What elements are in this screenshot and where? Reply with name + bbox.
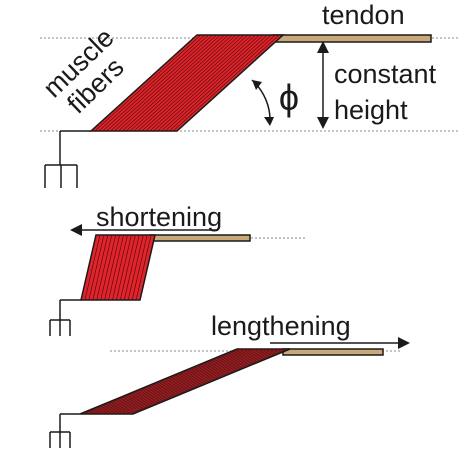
panel-shortening: shortening [49, 202, 305, 336]
height-label: height [334, 95, 408, 125]
ground-anchor-shortening [49, 300, 71, 336]
muscle-fiber-line [137, 34, 245, 132]
muscle-fiber-line [110, 348, 268, 415]
muscle-fiber-line [88, 234, 105, 301]
tendon-lengthening [282, 348, 384, 356]
muscle-fiber-line [102, 348, 260, 415]
muscle-fiber-line [125, 348, 283, 415]
lengthening-label: lengthening [211, 311, 351, 341]
muscle-fiber-line [129, 348, 287, 415]
muscle-fiber-line [168, 34, 276, 132]
muscle-fiber-line [114, 34, 221, 132]
fiber-lines [94, 34, 280, 132]
muscle-fiber-line [125, 34, 233, 132]
ground-anchor [44, 131, 78, 188]
muscle-fiber-line [157, 34, 264, 132]
ground-anchor-lengthening [49, 414, 71, 448]
tendon-shortening [149, 234, 251, 242]
phi-label: ϕ [279, 77, 299, 118]
panel-lengthening: lengthening [49, 311, 410, 448]
muscle-fiber-line [119, 234, 136, 301]
muscle-fiber-line [91, 348, 249, 415]
muscle-fiber-line [165, 34, 272, 132]
muscle-fiber-line [110, 34, 217, 132]
height-arrowhead-top [317, 41, 329, 53]
muscle-fiber-line [149, 34, 256, 132]
constant-label: constant [334, 59, 437, 89]
muscle-fiber-line [84, 234, 101, 301]
muscle-fiber-line [100, 234, 117, 301]
muscle-fiber-line [113, 348, 272, 415]
muscle-fiber-line [118, 34, 225, 132]
muscle-fiber-line [96, 234, 113, 301]
muscle-fiber-line [83, 348, 241, 415]
muscle-fiber-line [135, 234, 152, 301]
tendon [272, 34, 432, 43]
muscle-fiber-line [108, 234, 124, 301]
muscle-fiber-line [131, 234, 148, 301]
height-arrowhead-bottom [317, 117, 329, 129]
muscle-fiber-line [122, 34, 229, 132]
fiber-lines-shortening [84, 234, 152, 301]
shortening-arrowhead [70, 224, 82, 236]
muscle-fiber-line [98, 348, 257, 415]
panel-reference: ϕ tendon constant height muscle fibers [37, 0, 458, 188]
arc-arrowhead-bottom [264, 117, 274, 126]
muscle-fiber-line [129, 34, 237, 132]
lengthening-arrowhead [398, 337, 410, 349]
muscle-fiber-line [117, 348, 275, 415]
muscle-fiber-line [123, 234, 140, 301]
muscle-fiber-line [94, 34, 202, 132]
fiber-lines-lengthening [83, 348, 287, 415]
arc-arrowhead-top [252, 80, 262, 90]
muscle-fiber-line [98, 34, 206, 132]
muscle-fiber-line [106, 348, 264, 415]
muscle-fiber-line [121, 348, 279, 415]
shortening-label: shortening [96, 202, 222, 232]
muscle-fiber-line [116, 234, 132, 301]
muscle-fiber-line [106, 34, 213, 132]
muscle-fiber-line [127, 234, 144, 301]
muscle-fiber-line [92, 234, 109, 301]
muscle-fiber-line [95, 348, 253, 415]
tendon-label: tendon [322, 0, 405, 30]
muscle-fiber-line [112, 234, 128, 301]
muscle-fiber-line [172, 34, 280, 132]
muscle-fiber-line [145, 34, 252, 132]
muscle-fiber-line [87, 348, 245, 415]
muscle-fiber-line [104, 234, 120, 301]
muscle-fiber-line [161, 34, 268, 132]
muscle-fiber-line [141, 34, 249, 132]
muscle-fiber-line [102, 34, 209, 132]
muscle-fiber-line [153, 34, 260, 132]
muscle-fiber-line [133, 34, 241, 132]
